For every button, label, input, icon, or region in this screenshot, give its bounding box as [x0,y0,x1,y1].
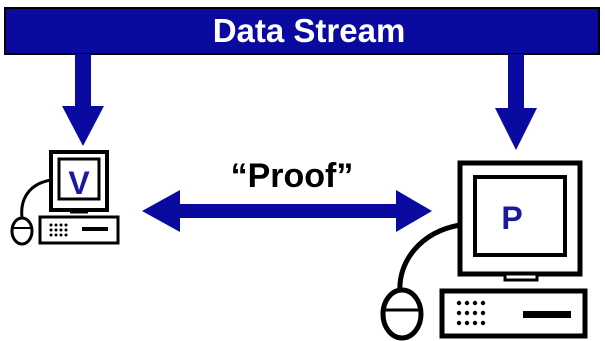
double-arrow-icon [142,190,432,232]
verifier-computer: V [10,150,120,246]
mouse-icon [10,216,34,246]
banner-title: Data Stream [213,12,406,49]
down-arrow-icon [495,54,537,150]
keyboard-icon [439,288,588,339]
data-stream-banner: Data Stream [4,7,600,55]
computer-icon [38,150,120,245]
verifier-screen-letter: V [68,165,90,201]
prover-computer: P [380,160,588,341]
proof-label: “Proof” [231,157,354,195]
computer-icon [439,160,588,339]
mouse-icon [380,287,424,341]
down-arrow-icon [62,54,104,146]
prover-screen-letter: P [501,200,522,236]
banner-bar [4,7,600,55]
